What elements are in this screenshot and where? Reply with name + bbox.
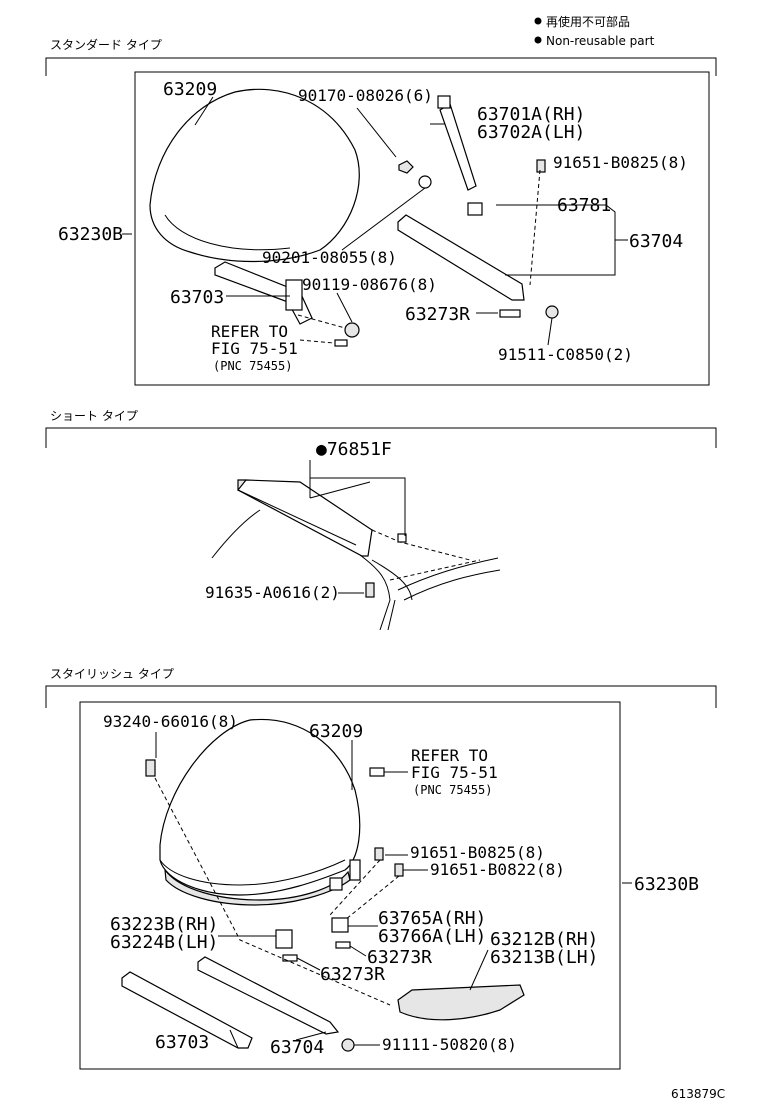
screw-93240 (145, 759, 156, 777)
screw-91651 (536, 159, 546, 173)
legend: 再使用不可部品 Non-reusable part (534, 14, 655, 48)
label-63702A: 63702A(LH) (477, 122, 585, 143)
section-stylish-bracket (45, 685, 717, 708)
stylish-bracket-63703 (121, 971, 253, 1049)
refer-line-2: FIG 75-51 (211, 339, 298, 358)
stylish-frame (79, 701, 621, 1070)
refer-stylish-line-3: (PNC 75455) (413, 783, 492, 797)
label-63212B: 63212B(RH) (490, 929, 598, 950)
washer-90201 (418, 175, 432, 189)
label-63273R-stylish-b: 63273R (320, 964, 385, 985)
label-90170-08026: 90170-08026(6) (298, 86, 433, 105)
label-63209-stylish: 63209 (309, 721, 363, 742)
label-63703: 63703 (170, 287, 224, 308)
cover-63212B (397, 984, 525, 1021)
section-short-title: ショート タイプ (50, 409, 138, 423)
section-standard-title: スタンダード タイプ (50, 37, 162, 52)
label-91635-A0616: 91635-A0616(2) (205, 583, 340, 602)
stylish-spoiler (159, 718, 361, 906)
refer-stylish-line-2: FIG 75-51 (411, 763, 498, 782)
label-91111-50820: 91111-50820(8) (382, 1035, 517, 1054)
label-90119-08676: 90119-08676(8) (302, 275, 437, 294)
stylish-leaders (154, 732, 632, 1049)
standard-bracket-63703 (214, 261, 313, 325)
label-63704: 63704 (629, 231, 683, 252)
stylish-bracket-63704 (197, 956, 340, 1035)
standard-leaders (122, 96, 628, 346)
bolt-91111 (341, 1038, 355, 1052)
label-63224B: 63224B(LH) (110, 932, 218, 953)
screw-91651-B0825 (374, 847, 384, 861)
label-63765A: 63765A(RH) (378, 908, 486, 929)
standard-frame (134, 71, 710, 386)
label-63704-stylish: 63704 (270, 1037, 324, 1058)
label-63213B: 63213B(LH) (490, 947, 598, 968)
label-63230B: 63230B (58, 224, 123, 245)
non-reusable-bullet-icon (534, 17, 542, 25)
bracket-63223B (275, 929, 293, 949)
label-91651-B0822: 91651-B0822(8) (430, 860, 565, 879)
clip-63273R-a (335, 941, 351, 949)
label-76851F: ●76851F (316, 439, 392, 460)
section-short-bracket (45, 427, 717, 448)
section-stylish-title: スタイリッシュ タイプ (50, 667, 174, 681)
nut-90170 (398, 160, 414, 174)
refer-line-1: REFER TO (211, 322, 288, 341)
legend-en: Non-reusable part (546, 34, 655, 48)
refer-clip (334, 339, 348, 347)
refer-stylish-line-1: REFER TO (411, 746, 488, 765)
label-63230B-stylish: 63230B (634, 874, 699, 895)
bracket-63765A (331, 917, 349, 933)
label-93240-66016: 93240-66016(8) (103, 712, 238, 731)
clip-63273R (499, 309, 521, 318)
refer-line-3: (PNC 75455) (213, 359, 292, 373)
standard-spoiler (149, 88, 360, 263)
screw-91635 (365, 582, 375, 598)
label-91511-C0850: 91511-C0850(2) (498, 345, 633, 364)
label-63273R: 63273R (405, 304, 470, 325)
clip-63273R-b (282, 954, 298, 962)
short-spoiler (211, 479, 501, 631)
non-reusable-bullet-icon (534, 36, 542, 44)
label-90201-08055: 90201-08055(8) (262, 248, 397, 267)
label-91651-B0825: 91651-B0825(8) (553, 153, 688, 172)
short-leaders (309, 460, 406, 594)
figure-id: 613879C (671, 1087, 725, 1101)
label-63701A: 63701A(RH) (477, 104, 585, 125)
bolt-90119 (344, 322, 360, 338)
label-91651-B0825-stylish: 91651-B0825(8) (410, 843, 545, 862)
legend-jp: 再使用不可部品 (546, 14, 630, 29)
label-63223B: 63223B(RH) (110, 914, 218, 935)
label-63209: 63209 (163, 79, 217, 100)
label-63273R-stylish-a: 63273R (367, 947, 432, 968)
standard-bracket-63704 (397, 214, 525, 301)
standard-stay-rod (437, 95, 477, 191)
screw-91651-B0822 (394, 863, 404, 877)
bracket-63781 (467, 202, 483, 216)
refer-clip-stylish (369, 767, 385, 777)
label-63781: 63781 (557, 195, 611, 216)
bolt-91511 (545, 305, 559, 319)
section-standard-bracket (45, 57, 717, 76)
label-63766A: 63766A(LH) (378, 926, 486, 947)
label-63703-stylish: 63703 (155, 1032, 209, 1053)
